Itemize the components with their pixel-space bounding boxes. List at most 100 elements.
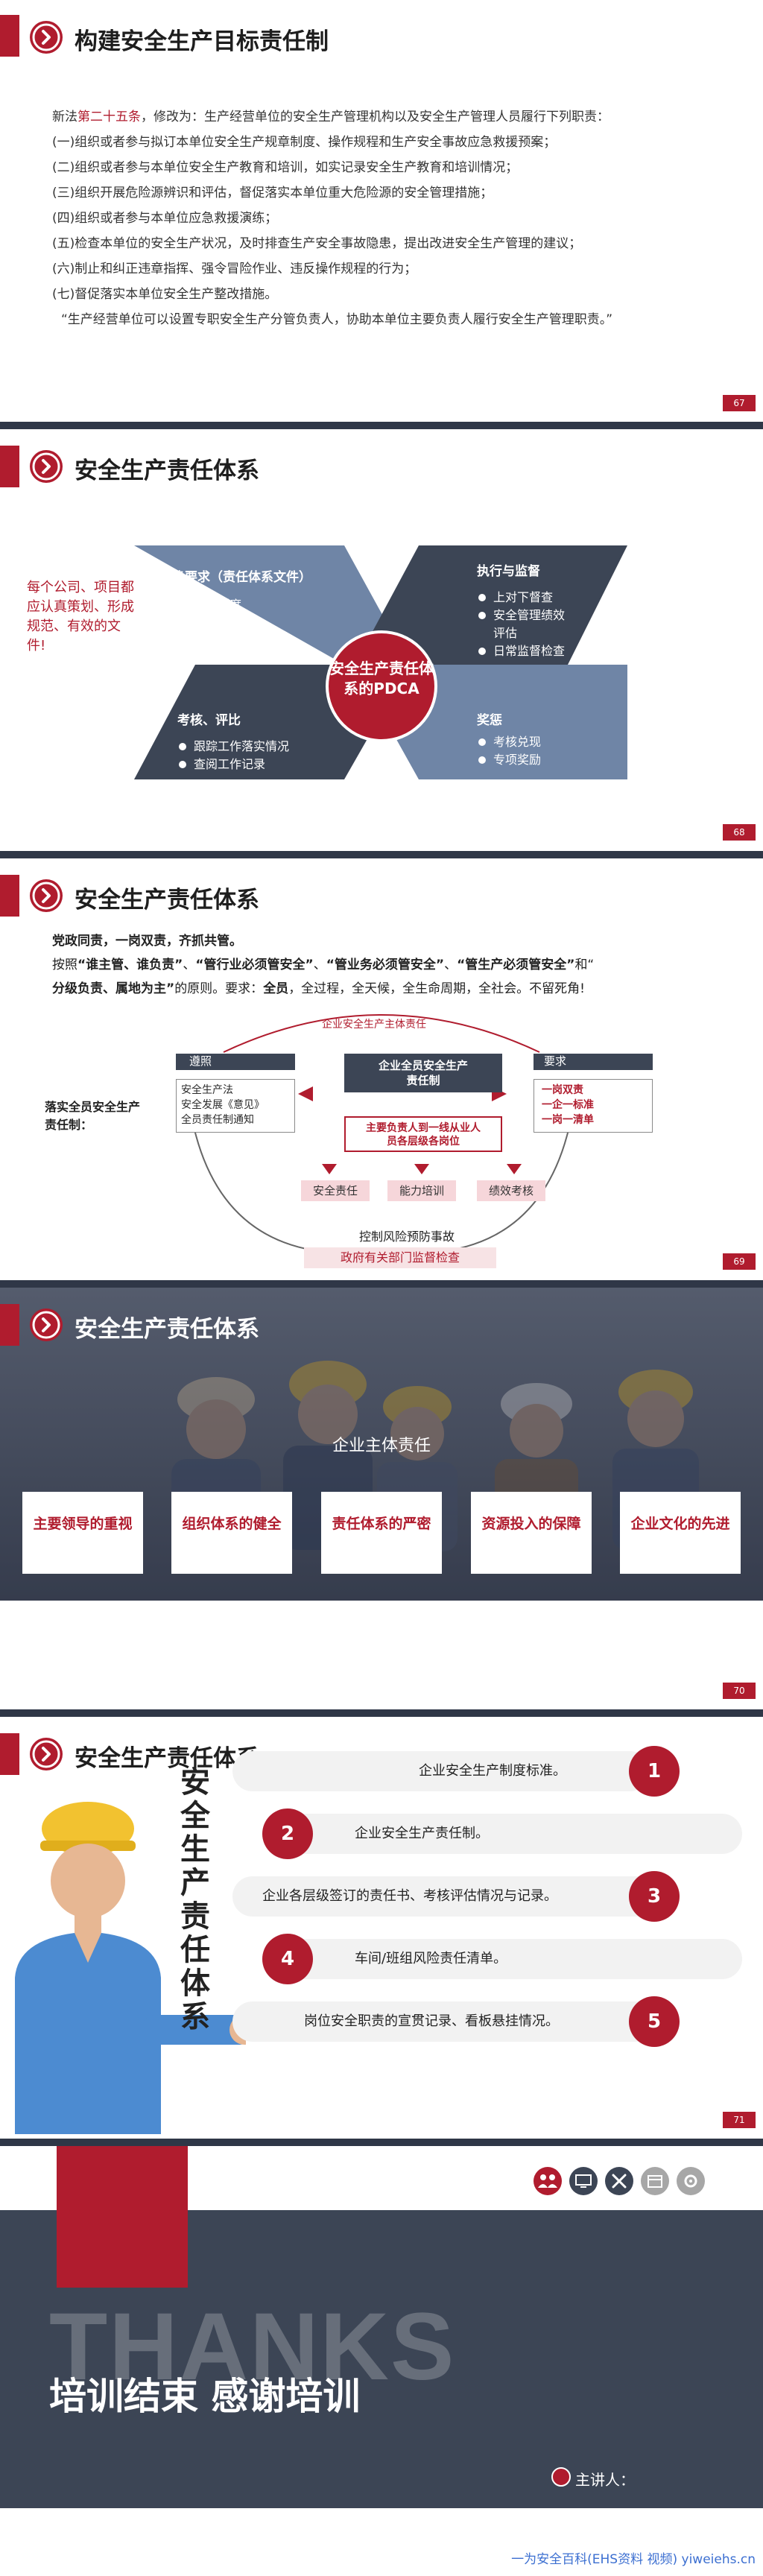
quadrant-check-list: 跟踪工作落实情况 查阅工作记录 [177, 738, 289, 773]
pdca-center-circle: 安全生产责任体系的PDCA [326, 630, 437, 742]
title-accent-bar [0, 446, 19, 487]
title-accent-bar [0, 1304, 19, 1346]
left-label: 落实全员安全生产责任制： [45, 1100, 141, 1132]
follow-box: 安全生产法 安全发展《意见》 全员责任制通知 [176, 1079, 295, 1133]
list-item: 安全管理绩效评估 [477, 607, 566, 642]
slide-70: 安全生产责任体系 企业主体责任 主要领导的重视 组织体系的健全 责任体系的严密 … [0, 1288, 763, 1709]
principle-line-2: 按照“谁主管、谁负责”、“管行业必须管安全”、“管业务必须管安全”、“管生产必须… [52, 958, 595, 972]
team-icon [534, 2167, 562, 2195]
vertical-title: 安全生产责任体系 [180, 1765, 210, 2034]
bottom-text: 控制风险预防事故 [359, 1230, 455, 1244]
item-pill-1: 企业安全生产制度标准。 [232, 1751, 650, 1791]
bottom-box-training: 能力培训 [387, 1180, 456, 1201]
list-item: 工作标准 [177, 650, 253, 668]
item-pill-4: 车间/班组风险责任清单。 [283, 1939, 742, 1979]
quadrant-act-title: 奖惩 [477, 713, 502, 728]
slide-title: 安全生产责任体系 [75, 458, 259, 484]
law-item: (一)组织或者参与拟订本单位安全生产规章制度、操作规程和生产安全事故应急救援预案… [52, 135, 557, 150]
item-text: 企业安全生产责任制。 [355, 1826, 489, 1841]
top-arc-label: 企业安全生产主体责任 [322, 1019, 426, 1031]
slide-divider [0, 422, 763, 429]
list-item: 跟踪工作落实情况 [177, 738, 289, 756]
chevron-right-icon [30, 879, 63, 912]
slide-divider [0, 851, 763, 858]
item-pill-5: 岗位安全职责的宣贯记录、看板悬挂情况。 [232, 2001, 665, 2042]
chevron-right-icon [30, 1738, 63, 1770]
list-item: 责任制度 [177, 596, 253, 614]
item-number-3: 3 [629, 1871, 680, 1922]
presenter-label: 主讲人： [575, 2471, 635, 2489]
slide-title: 构建安全生产目标责任制 [75, 28, 329, 55]
slide-69: 安全生产责任体系 党政同责，一岗双责，齐抓共管。 按照“谁主管、谁负责”、“管行… [0, 858, 763, 1280]
page-number: 70 [723, 1683, 756, 1699]
quadrant-plan-title: 明确要求（责任体系文件） [159, 570, 311, 585]
principle-line-1: 党政同责，一岗双责，齐抓共管。 [52, 934, 242, 949]
slide-71: 安全生产责任体系 安全生产责任体系 企业安全生产制度标准。 1 企业安全生产责任… [0, 1717, 763, 2139]
arrow-left [298, 1086, 313, 1101]
law-item: (三)组织开展危险源辨识和评估，督促落实本单位重大危险源的安全管理措施； [52, 186, 493, 200]
law-quote: “生产经营单位可以设置专职安全生产分管负责人，协助本单位主要负责人履行安全生产管… [61, 312, 613, 327]
page-number: 67 [723, 395, 756, 411]
page-number: 71 [723, 2112, 756, 2128]
card-culture: 企业文化的先进 [620, 1492, 741, 1574]
slide-title: 安全生产责任体系 [75, 1316, 259, 1343]
tools-icon [605, 2167, 633, 2195]
title-accent-bar [0, 875, 19, 917]
quadrant-check-title: 考核、评比 [177, 713, 241, 728]
bottom-red-label: 政府有关部门监督检查 [304, 1247, 496, 1268]
item-number-1: 1 [629, 1746, 680, 1797]
bottom-box-safety: 安全责任 [301, 1180, 370, 1201]
card-responsibility: 责任体系的严密 [321, 1492, 442, 1574]
follow-header: 遵照 [176, 1054, 295, 1070]
side-note: 每个公司、项目都应认真策划、形成规范、有效的文件! [27, 580, 134, 654]
arrow-down-2 [414, 1164, 429, 1174]
require-item: 一企一标准 [542, 1099, 594, 1111]
item-text: 企业安全生产制度标准。 [419, 1763, 566, 1779]
law-item: (二)组织或者参与本单位安全生产教育和培训，如实记录安全生产教育和培训情况； [52, 160, 519, 175]
quadrant-act-list: 考核兑现 专项奖励 [477, 733, 541, 769]
slide-title: 安全生产责任体系 [75, 1745, 259, 1772]
law-text: 新法第二十五条，修改为：生产经营单位的安全生产管理机构以及安全生产管理人员履行下… [52, 104, 723, 332]
quadrant-plan-shape [134, 545, 410, 665]
item-number-5: 5 [629, 1996, 680, 2047]
page-number: 68 [723, 824, 756, 841]
slide-68: 安全生产责任体系 每个公司、项目都应认真策划、形成规范、有效的文件! 明确要求（… [0, 429, 763, 851]
slide-divider [0, 1709, 763, 1717]
law-article: 第二十五条 [77, 110, 141, 124]
card-resources: 资源投入的保障 [471, 1492, 592, 1574]
bottom-band [0, 1601, 763, 1709]
slide-divider [0, 2139, 763, 2146]
page-number: 69 [723, 1253, 756, 1270]
law-intro: 新法第二十五条，修改为：生产经营单位的安全生产管理机构以及安全生产管理人员履行下… [52, 110, 610, 124]
top-arc [223, 1014, 540, 1053]
arrow-down-1 [322, 1164, 337, 1174]
thanks-watermark: THANKS [49, 2294, 456, 2400]
center-label: 企业主体责任 [332, 1437, 431, 1455]
require-item: 一岗一清单 [542, 1114, 594, 1126]
item-text: 企业各层级签订的责任书、考核评估情况与记录。 [262, 1888, 557, 1904]
quadrant-do-list: 上对下督查 安全管理绩效评估 日常监督检查 [477, 589, 589, 660]
footer-watermark: 一为安全百科(EHS资料 视频) yiweiehs.cn [511, 2552, 756, 2567]
require-box: 一岗双责 一企一标准 一岗一清单 [534, 1079, 653, 1133]
title-accent-bar [0, 1733, 19, 1775]
chevron-right-icon [30, 1308, 63, 1341]
follow-item: 安全发展《意见》 [181, 1099, 265, 1111]
list-item: 查阅工作记录 [177, 756, 289, 773]
item-number-4: 4 [262, 1934, 313, 1984]
slide-title: 安全生产责任体系 [75, 887, 259, 914]
arrow-down-3 [507, 1164, 522, 1174]
require-header: 要求 [534, 1054, 653, 1070]
law-item: (六)制止和纠正违章指挥、强令冒险作业、违反操作规程的行为； [52, 262, 417, 276]
list-item: 岗位责任制 [177, 632, 253, 650]
mid-scope-box: 主要负责人到一线从业人员各层级各岗位 [344, 1116, 502, 1152]
item-text: 岗位安全职责的宣贯记录、看板悬挂情况。 [304, 2013, 559, 2029]
presenter-icon [551, 2467, 571, 2487]
quadrant-do-title: 执行与监督 [477, 564, 540, 579]
slide-67: 构建安全生产目标责任制 新法第二十五条，修改为：生产经营单位的安全生产管理机构以… [0, 0, 763, 422]
gear-icon [677, 2167, 705, 2195]
list-item: 考核兑现 [477, 733, 541, 751]
bottom-box-assessment: 绩效考核 [477, 1180, 545, 1201]
slide-thanks: THANKS 培训结束 感谢培训 主讲人： 一为安全百科(EHS资料 视频) y… [0, 2146, 763, 2576]
closing-title: 培训结束 感谢培训 [49, 2375, 361, 2418]
follow-item: 全员责任制通知 [181, 1114, 254, 1126]
